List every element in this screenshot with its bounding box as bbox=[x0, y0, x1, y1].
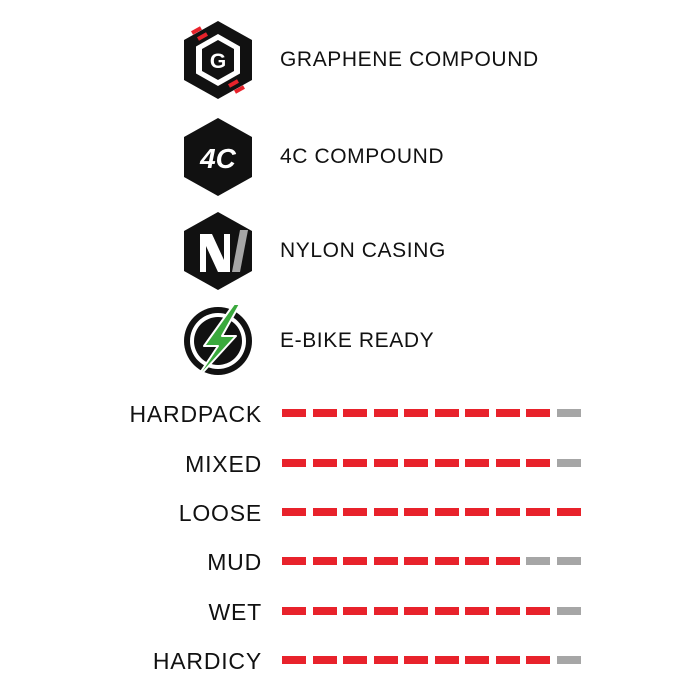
rating-segment-empty bbox=[556, 656, 581, 664]
rating-row-loose: LOOSE bbox=[0, 498, 700, 528]
rating-segment-filled bbox=[282, 656, 306, 664]
rating-segment-filled bbox=[404, 508, 428, 516]
rating-row-hardicy: HARDICY bbox=[0, 646, 700, 676]
rating-segment-filled bbox=[465, 508, 489, 516]
rating-row-mud: MUD bbox=[0, 547, 700, 577]
rating-segment-filled bbox=[373, 607, 398, 615]
rating-segment-filled bbox=[343, 459, 367, 467]
rating-segment-filled bbox=[282, 557, 306, 565]
rating-segment-filled bbox=[282, 508, 306, 516]
rating-segment-filled bbox=[312, 557, 337, 565]
rating-label: HARDICY bbox=[152, 648, 262, 674]
rating-segment-filled bbox=[526, 508, 550, 516]
rating-segment-filled bbox=[495, 508, 520, 516]
rating-segment-empty bbox=[526, 557, 550, 565]
rating-segment-filled bbox=[312, 409, 337, 417]
rating-segment-filled bbox=[343, 607, 367, 615]
rating-segment-filled bbox=[404, 607, 428, 615]
nylon-casing-icon bbox=[178, 208, 258, 294]
4c-compound-icon: 4C bbox=[178, 114, 258, 200]
feature-label: E-BIKE READY bbox=[280, 329, 435, 352]
rating-segment-filled bbox=[434, 409, 459, 417]
rating-segment-filled bbox=[282, 409, 306, 417]
rating-segment-filled bbox=[526, 607, 550, 615]
rating-segment-filled bbox=[556, 508, 581, 516]
rating-segment-filled bbox=[465, 656, 489, 664]
rating-segment-filled bbox=[434, 508, 459, 516]
rating-segment-filled bbox=[373, 557, 398, 565]
svg-text:4C: 4C bbox=[199, 143, 237, 174]
feature-ebike-ready: E-BIKE READY bbox=[178, 298, 598, 384]
rating-segment-filled bbox=[434, 656, 459, 664]
rating-label: MUD bbox=[207, 549, 262, 575]
rating-segment-filled bbox=[495, 607, 520, 615]
rating-segment-filled bbox=[404, 459, 428, 467]
rating-segment-filled bbox=[465, 607, 489, 615]
rating-segment-filled bbox=[312, 607, 337, 615]
rating-segment-filled bbox=[343, 656, 367, 664]
feature-label: GRAPHENE COMPOUND bbox=[280, 48, 539, 71]
rating-bar bbox=[282, 459, 582, 467]
graphene-icon: G bbox=[178, 17, 258, 103]
rating-segment-filled bbox=[495, 459, 520, 467]
rating-segment-filled bbox=[526, 459, 550, 467]
rating-segment-filled bbox=[373, 508, 398, 516]
rating-bar bbox=[282, 409, 582, 417]
rating-segment-filled bbox=[526, 409, 550, 417]
rating-segment-filled bbox=[434, 557, 459, 565]
rating-segment-filled bbox=[312, 656, 337, 664]
rating-segment-filled bbox=[343, 557, 367, 565]
rating-segment-filled bbox=[282, 459, 306, 467]
rating-segment-filled bbox=[404, 656, 428, 664]
feature-label: 4C COMPOUND bbox=[280, 145, 445, 168]
ebike-lightning-icon bbox=[178, 298, 258, 384]
rating-bar bbox=[282, 656, 582, 664]
rating-label: MIXED bbox=[185, 451, 262, 477]
rating-segment-filled bbox=[343, 409, 367, 417]
rating-label: WET bbox=[208, 599, 262, 625]
rating-row-mixed: MIXED bbox=[0, 449, 700, 479]
rating-segment-empty bbox=[556, 459, 581, 467]
feature-nylon-casing: NYLON CASING bbox=[178, 208, 598, 294]
rating-segment-filled bbox=[373, 656, 398, 664]
rating-segment-filled bbox=[434, 607, 459, 615]
rating-segment-filled bbox=[343, 508, 367, 516]
rating-segment-filled bbox=[312, 459, 337, 467]
feature-graphene-compound: G GRAPHENE COMPOUND bbox=[178, 17, 598, 103]
rating-segment-empty bbox=[556, 409, 581, 417]
rating-segment-filled bbox=[312, 508, 337, 516]
rating-segment-filled bbox=[465, 459, 489, 467]
rating-segment-filled bbox=[434, 459, 459, 467]
feature-label: NYLON CASING bbox=[280, 239, 446, 262]
rating-segment-filled bbox=[465, 557, 489, 565]
rating-segment-filled bbox=[373, 409, 398, 417]
rating-label: HARDPACK bbox=[129, 401, 262, 427]
rating-row-hardpack: HARDPACK bbox=[0, 399, 700, 429]
rating-segment-filled bbox=[465, 409, 489, 417]
rating-bar bbox=[282, 607, 582, 615]
rating-bar bbox=[282, 508, 582, 516]
rating-segment-filled bbox=[495, 409, 520, 417]
rating-segment-filled bbox=[495, 656, 520, 664]
rating-segment-empty bbox=[556, 607, 581, 615]
rating-segment-empty bbox=[556, 557, 581, 565]
rating-label: LOOSE bbox=[178, 500, 262, 526]
feature-4c-compound: 4C 4C COMPOUND bbox=[178, 114, 598, 200]
rating-segment-filled bbox=[404, 557, 428, 565]
svg-text:G: G bbox=[210, 50, 226, 73]
rating-segment-filled bbox=[495, 557, 520, 565]
rating-bar bbox=[282, 557, 582, 565]
rating-segment-filled bbox=[373, 459, 398, 467]
rating-segment-filled bbox=[526, 656, 550, 664]
rating-row-wet: WET bbox=[0, 597, 700, 627]
rating-segment-filled bbox=[404, 409, 428, 417]
rating-segment-filled bbox=[282, 607, 306, 615]
